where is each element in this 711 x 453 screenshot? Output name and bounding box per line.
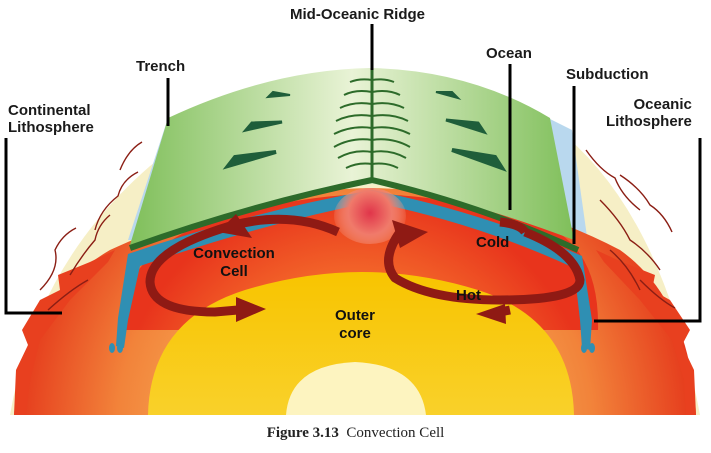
leader-oceanic: [594, 138, 702, 323]
label-convection-cell: Convection Cell: [184, 245, 284, 281]
label-subduction: Subduction: [566, 66, 649, 83]
trench-water-right: [548, 118, 590, 258]
figure-title: Convection Cell: [346, 425, 445, 441]
spreading-arrows: [222, 90, 507, 172]
figure-caption: Figure 3.13 Convection Cell: [0, 425, 711, 442]
plate-drip-right-1: [581, 343, 587, 353]
arrow-right-3: [451, 148, 507, 172]
label-ocean: Ocean: [486, 45, 532, 62]
label-continental-lithosphere: Continental Lithosphere: [8, 102, 94, 136]
label-convection-line2: Cell: [220, 263, 248, 280]
convection-right-inner: [499, 217, 529, 317]
arrow-left-1: [265, 90, 291, 99]
plate-drip-right-2: [589, 343, 595, 353]
label-mid-oceanic-ridge: Mid-Oceanic Ridge: [290, 6, 426, 23]
plate-drip-left-1: [109, 343, 115, 353]
label-trench: Trench: [136, 58, 186, 75]
convection-right-loop: [384, 227, 585, 305]
plate-drip-left-2: [117, 343, 123, 353]
convection-left-loop: [145, 214, 340, 317]
label-hot: Hot: [456, 287, 481, 304]
crust-edge-left: [14, 250, 115, 415]
label-oceanic-line2: Lithosphere: [606, 113, 692, 130]
label-continental-line1: Continental: [8, 102, 91, 119]
label-continental-line2: Lithosphere: [8, 119, 94, 136]
leader-continental: [4, 138, 62, 315]
magma-plume: [334, 188, 406, 244]
arrowhead-left-top: [218, 214, 252, 238]
crust-edge-right: [596, 250, 696, 415]
arrowhead-left-bottom: [236, 297, 266, 322]
convection-arrows: [145, 214, 585, 317]
ridge-fractures: [333, 78, 411, 169]
label-convection-line1: Convection: [193, 245, 275, 262]
label-oceanic-lithosphere: Oceanic Lithosphere: [606, 96, 692, 130]
arrow-right-2: [445, 118, 488, 135]
arrow-left-3: [222, 150, 277, 170]
ocean-basin: [130, 68, 574, 245]
continental-veins: [39, 141, 676, 311]
leader-lines: [4, 24, 702, 323]
label-oceanic-line1: Oceanic: [633, 96, 692, 113]
label-outer-core: Outer core: [320, 307, 390, 343]
arrow-right-1: [435, 91, 462, 100]
figure-number: Figure 3.13: [266, 425, 339, 441]
arrow-left-2: [241, 120, 283, 133]
inner-core: [286, 362, 426, 415]
label-cold: Cold: [476, 234, 510, 251]
arrowhead-right-top: [392, 220, 428, 248]
label-outer-core-line1: Outer: [334, 307, 375, 324]
arrowhead-right-bottom: [476, 304, 506, 324]
label-outer-core-line2: core: [339, 325, 371, 342]
convection-arrowheads: [218, 214, 506, 324]
